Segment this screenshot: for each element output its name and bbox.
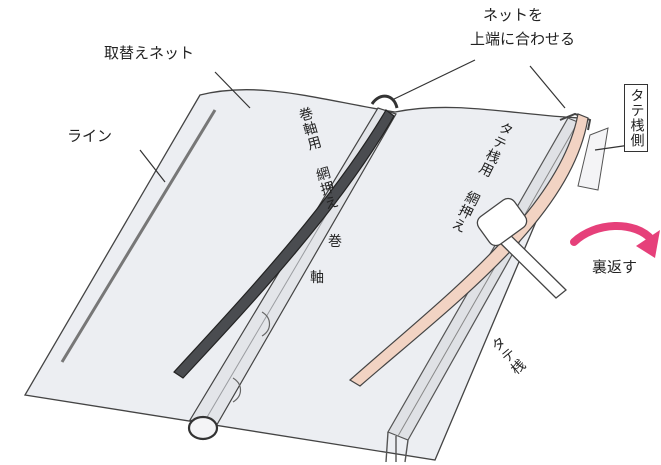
turn-over-arrow-icon (570, 222, 660, 258)
net-align-label-2: 上端に合わせる (470, 30, 576, 48)
net-align-label-1: ネットを (483, 6, 544, 24)
roller-tool (476, 197, 567, 299)
vertical-frame-side-label: タテ桟側 (624, 84, 648, 152)
vertical-frame (385, 112, 609, 463)
frame-net-holder (348, 113, 589, 387)
net-line (60, 109, 217, 363)
roller-axis-label-2: 軸 (310, 270, 324, 286)
line-label: ライン (67, 127, 113, 145)
turn-over-label: 裏返す (592, 258, 638, 276)
leader-lines (139, 59, 631, 183)
roller-net-holder (173, 109, 395, 379)
roller-axis-label-1: 巻 (328, 234, 342, 250)
replacement-net-label: 取替えネット (104, 44, 195, 62)
